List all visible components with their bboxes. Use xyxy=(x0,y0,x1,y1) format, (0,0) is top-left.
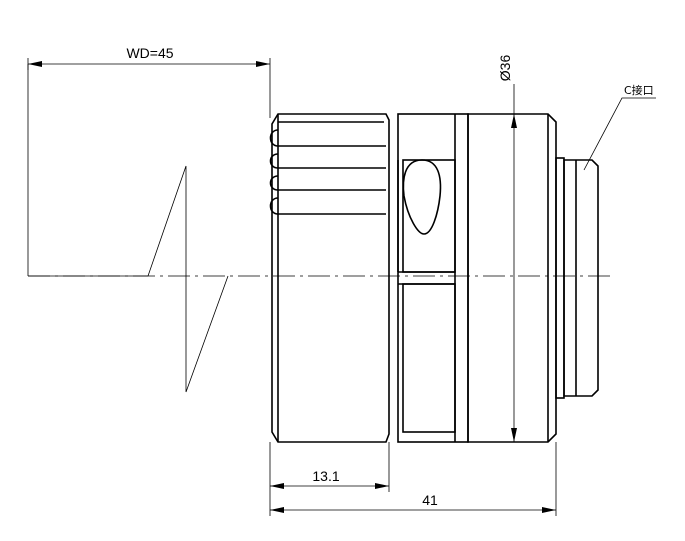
front-length-dimension: 13.1 xyxy=(269,442,390,516)
diameter-label: Ø36 xyxy=(497,55,513,82)
diameter-dimension: Ø36 xyxy=(497,55,517,442)
c-mount xyxy=(555,157,599,399)
mount-label: C接口 xyxy=(624,84,654,97)
working-distance-dimension: WD=45 xyxy=(27,45,271,118)
working-distance-label: WD=45 xyxy=(126,45,173,61)
front-length-label: 13.1 xyxy=(312,468,339,484)
iris-window-icon xyxy=(402,159,442,235)
mount-callout: C接口 xyxy=(583,84,656,171)
total-length-label: 41 xyxy=(422,492,438,508)
total-length-dimension: 41 xyxy=(270,442,557,516)
object-distance-break-line xyxy=(27,64,229,393)
focus-ring xyxy=(397,113,469,443)
rear-barrel xyxy=(467,113,557,443)
front-barrel xyxy=(269,113,390,443)
